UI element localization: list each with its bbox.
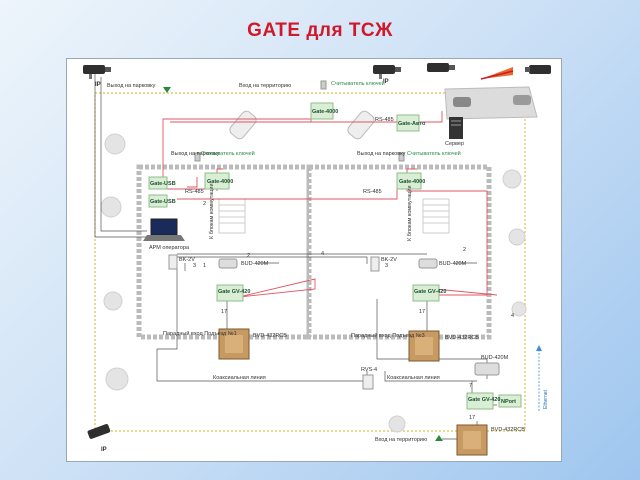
gate-usb-box-1 [148,176,168,190]
wire-number: 17 [221,309,227,315]
ip-label: IP [95,82,101,88]
camera-icon [427,63,455,72]
nport-box [498,394,522,408]
exit-parking-left-label: Выход на парковку [171,151,220,157]
camera-icon [83,65,111,79]
bud420m-left-device [218,258,238,269]
car-icon [229,110,257,140]
wire-number: 2 [463,247,466,253]
camera-icon [373,65,401,79]
gv420-left-box [216,284,244,302]
gate-usb-box-2 [148,194,168,208]
arm-label: АРМ оператора [149,245,190,251]
ethernet-arrow [536,345,542,411]
gv420-right-box [412,284,440,302]
rs485-right-label: RS-485 [363,189,382,195]
ip-label: IP [383,79,389,85]
wire-number: 17 [469,415,475,421]
gate4000-left-label: Gate-4000 [207,179,233,185]
car-icon [347,110,375,140]
bk2v-left-device [168,254,178,270]
bk-left-label: BK-2V [179,257,195,263]
wire-number: 4 [321,251,324,257]
bvd-left-panel [218,328,250,360]
nport-label: NPort [501,399,516,405]
gate4000-right-box [396,172,422,190]
gate4000-right-label: Gate-4000 [399,179,425,185]
bvd-right-panel [408,330,440,362]
bk2v-right-device [370,256,380,272]
gv420-gate-box [466,392,494,410]
wire-number: 4 [511,313,514,319]
staircase-right [422,198,450,234]
server-icon [449,117,463,139]
wire-number: 3 [193,263,196,269]
server-label: Сервер [445,141,464,147]
bud-right-label: BUD-420M [439,261,467,267]
gate-usb-1-label: Gate-USB [150,181,176,187]
gate4000-top-label: Gate-4000 [312,109,338,115]
entry-territory-top-label: Вход на территорию [239,83,291,89]
bvd-left-label: BVD-432RCB [253,333,287,339]
bud420m-right-device [418,258,438,269]
gate-auto-label: Gate-Авто [398,121,426,127]
bk-right-label: BK-2V [381,257,397,263]
wire-number: 17 [419,309,425,315]
reader-top-label: Считыватель ключей [331,80,385,87]
exit-parking-right-label: Выход на парковку [357,151,406,157]
bvd-gate-label: BVD-432RCB [491,427,525,433]
intercom-right-label: К блокам коммутации [407,185,413,241]
key-readers [194,80,405,162]
gate-auto-box [396,114,420,132]
page-title: GATE для ТСЖ [247,20,393,41]
access-control-diagram: IP IP IP Выход на парковку Вход на терри… [83,63,551,456]
diagram-panel: IP IP IP Выход на парковку Вход на терри… [66,58,562,462]
coax-right-label: Коаксиальная линия [387,375,440,381]
exit-marker-icon [163,87,171,93]
gate4000-top-box [310,102,334,120]
entrance-3-label: Парадный вход Подъезд №3 [351,332,425,339]
parking-area [444,67,538,120]
bud-left-label: BUD-420M [241,261,269,267]
gate-usb-2-label: Gate-USB [150,199,176,205]
entrance-1-label: Парадный вход Подъезд №1 [163,330,237,337]
camera-icon [525,65,551,74]
rs485-auto-label: RS-485 [375,117,394,123]
rvs-label: RVS-4 [361,367,377,373]
bud-gate-label: BUD-420M [481,355,509,361]
camera-icon [87,424,111,439]
wire-number: 7 [469,383,472,389]
rs485-left-label: RS-485 [185,189,204,195]
entry-territory-bottom-label: Вход на территорию [375,437,427,443]
exit-parking-top-label: Выход на парковку [107,83,156,89]
gv-left-label: Gate GV-420 [218,289,250,295]
building-right [306,164,492,340]
wire-number: 2 [203,201,206,207]
ip-label: IP [101,447,107,453]
bvd-right-label: BVD-432RCB [445,335,479,341]
entry-marker-icon [435,435,443,441]
wire-number: 2 [247,253,250,259]
gv-gate-label: Gate GV-420 [468,397,500,403]
intercom-left-label: К блокам коммутации [209,183,215,239]
bud420m-gate-device [474,362,500,376]
coax-left-label: Коаксиальная линия [213,375,266,381]
reader-right-label: Считыватель ключей [407,150,461,157]
gv-right-label: Gate GV-420 [414,289,446,295]
laptop-icon [143,218,185,241]
wire-number: 3 [385,263,388,269]
gate4000-left-box [204,172,230,190]
rvs4-device [362,374,374,390]
trees [100,133,527,433]
ethernet-label: Ethernet [543,389,549,409]
reader-left-label: Считыватель ключей [201,150,255,157]
bvd-gate-panel [456,424,488,456]
wire-number: 1 [203,263,206,269]
